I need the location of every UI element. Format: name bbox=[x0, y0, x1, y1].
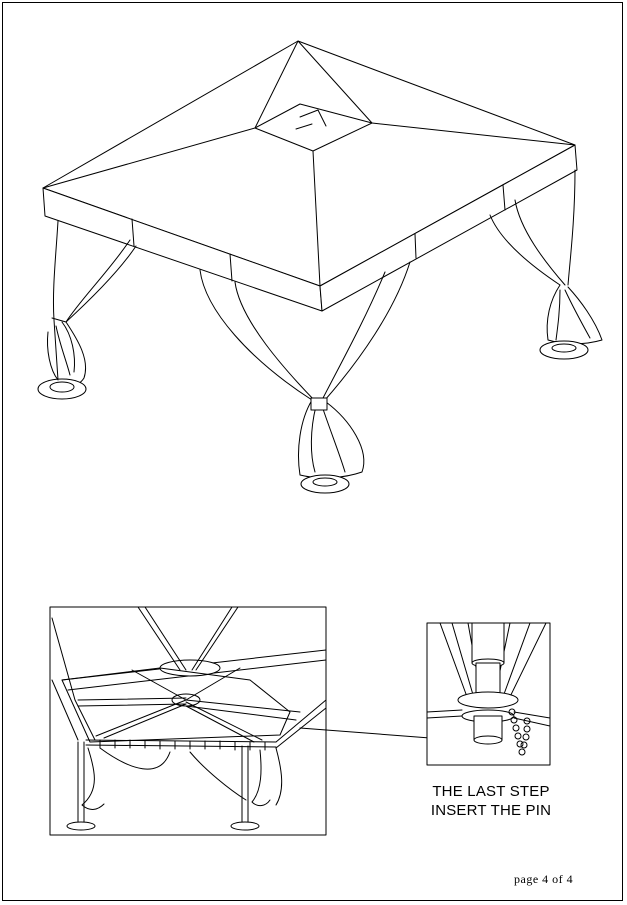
netting-front-left bbox=[37, 220, 137, 400]
rail-hooks bbox=[99, 739, 266, 751]
callout-leader-line bbox=[299, 727, 431, 739]
netting-front-center bbox=[199, 261, 411, 494]
page-number: page 4 of 4 bbox=[514, 872, 574, 886]
pin-detail-panel bbox=[426, 622, 551, 766]
gazebo-main-drawing bbox=[37, 40, 603, 494]
netting-back-right bbox=[489, 169, 603, 360]
step-caption: THE LAST STEP INSERT THE PIN bbox=[416, 782, 566, 820]
frame-detail-panel bbox=[49, 606, 327, 836]
gazebo-roof bbox=[42, 40, 578, 312]
caption-line-1: THE LAST STEP bbox=[432, 783, 550, 800]
caption-line-2: INSERT THE PIN bbox=[430, 802, 552, 819]
pin-chain bbox=[508, 708, 531, 756]
